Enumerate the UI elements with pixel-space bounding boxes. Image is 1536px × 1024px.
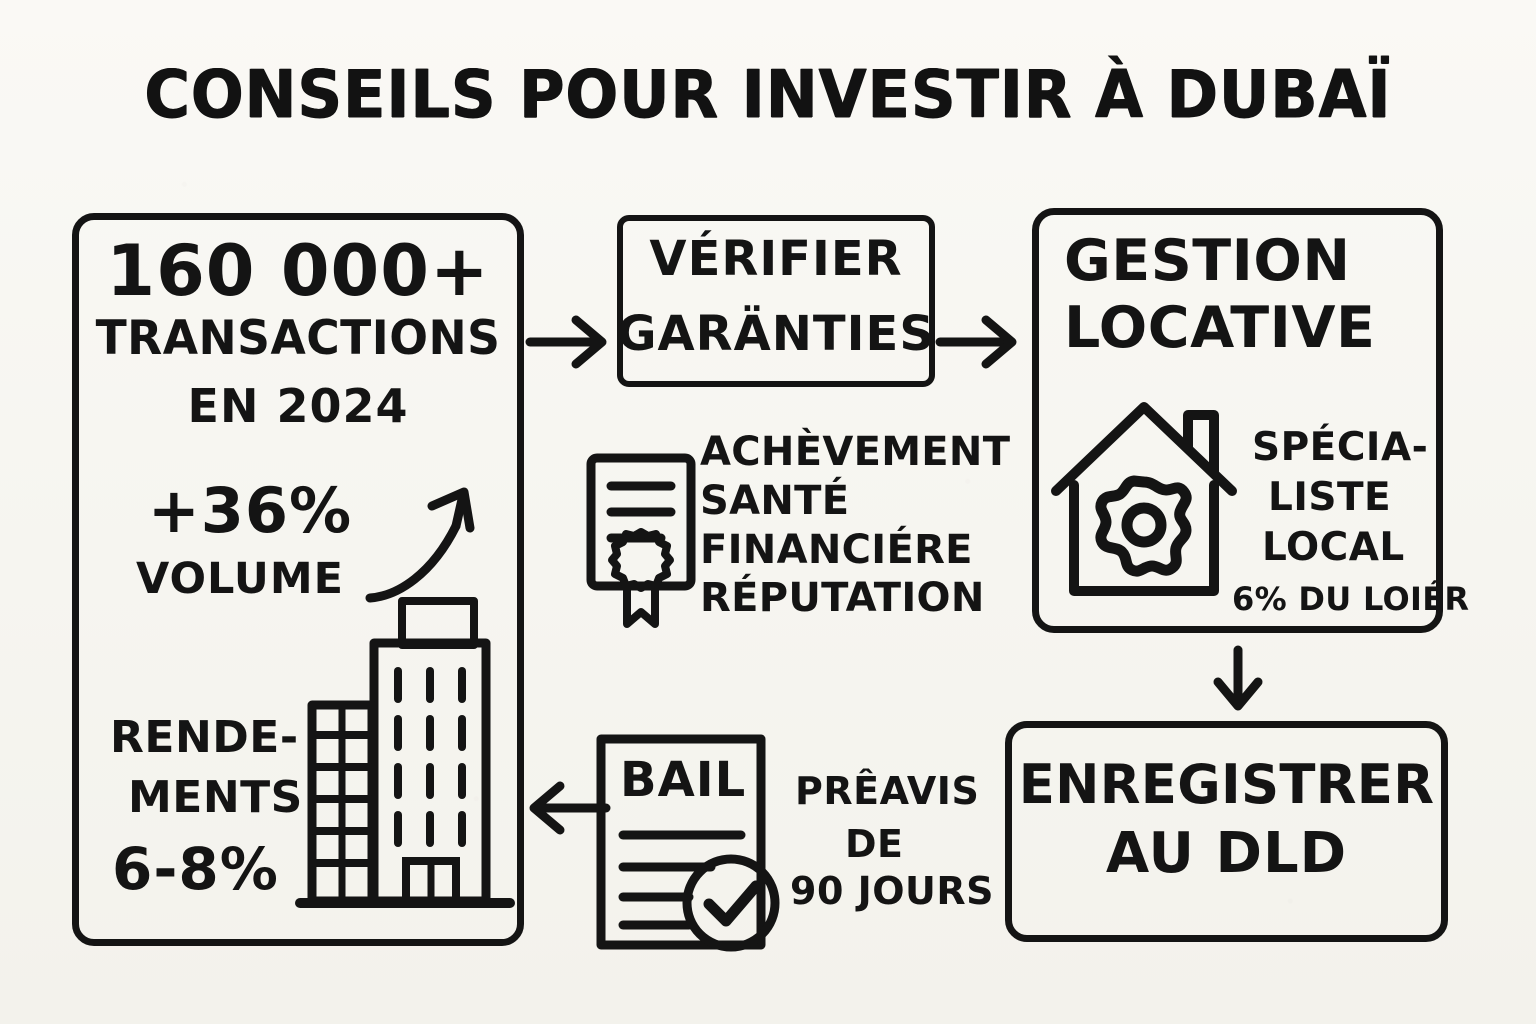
stat-label-transactions: TRANSACTIONS bbox=[95, 311, 501, 366]
verify-line2: GARÄNTIES bbox=[617, 306, 935, 362]
lease-document-label: BAIL bbox=[620, 752, 747, 808]
notice-line3: 90 JOURS bbox=[790, 869, 995, 913]
certificate-icon bbox=[583, 452, 703, 632]
arrow-verify-to-gestion bbox=[935, 312, 1028, 372]
yield-value: 6-8% bbox=[112, 835, 279, 903]
growth-label: VOLUME bbox=[135, 554, 345, 604]
notice-line2: DE bbox=[845, 822, 904, 866]
house-gear-icon bbox=[1048, 393, 1248, 613]
dld-line1: ENREGISTRER bbox=[1018, 753, 1435, 816]
buildings-icon bbox=[295, 595, 515, 925]
specialist-line1: SPÉCIA- bbox=[1252, 425, 1429, 470]
checklist-item: RÉPUTATION bbox=[700, 575, 985, 622]
verify-line1: VÉRIFIER bbox=[649, 231, 903, 287]
growth-value: +36% bbox=[147, 474, 353, 547]
page-title: CONSEILS POUR INVESTIR À DUBAÏ bbox=[144, 56, 1392, 133]
stat-headline: 160 000+ bbox=[106, 230, 490, 312]
arrow-gestion-to-dld bbox=[1208, 645, 1268, 718]
specialist-line3: LOCAL bbox=[1262, 525, 1405, 570]
specialist-line2: LISTE bbox=[1268, 475, 1392, 520]
checklist-item: SANTÉ bbox=[700, 477, 850, 524]
checklist-item: FINANCIÉRE bbox=[700, 526, 973, 573]
verify-guarantees-box bbox=[617, 215, 935, 387]
arrow-bail-to-stats bbox=[518, 778, 611, 838]
management-fee-note: 6% DU LOIÉR bbox=[1232, 580, 1470, 618]
gestion-line1: GESTION bbox=[1064, 228, 1351, 294]
arrow-stats-to-verify bbox=[525, 312, 618, 372]
notice-line1: PRÊAVIS bbox=[795, 769, 980, 813]
lease-document-icon bbox=[593, 727, 778, 955]
dld-line2: AU DLD bbox=[1105, 821, 1348, 886]
register-dld-box bbox=[1005, 721, 1448, 942]
property-management-panel bbox=[1032, 208, 1443, 633]
checklist-item: ACHÈVEMENT bbox=[700, 429, 1011, 475]
yield-label-line1: RENDE- bbox=[110, 712, 299, 763]
developer-checklist: ACHÈVEMENT SANTÉ FINANCIÉRE RÉPUTATION bbox=[700, 428, 1011, 623]
yield-label-line2: MENTS bbox=[128, 772, 303, 823]
growth-arrow-icon bbox=[360, 470, 500, 610]
gestion-line2: LOCATIVE bbox=[1064, 295, 1376, 361]
market-stats-panel bbox=[72, 213, 524, 946]
check-circle-icon bbox=[676, 848, 786, 958]
stat-label-year: EN 2024 bbox=[187, 379, 409, 433]
